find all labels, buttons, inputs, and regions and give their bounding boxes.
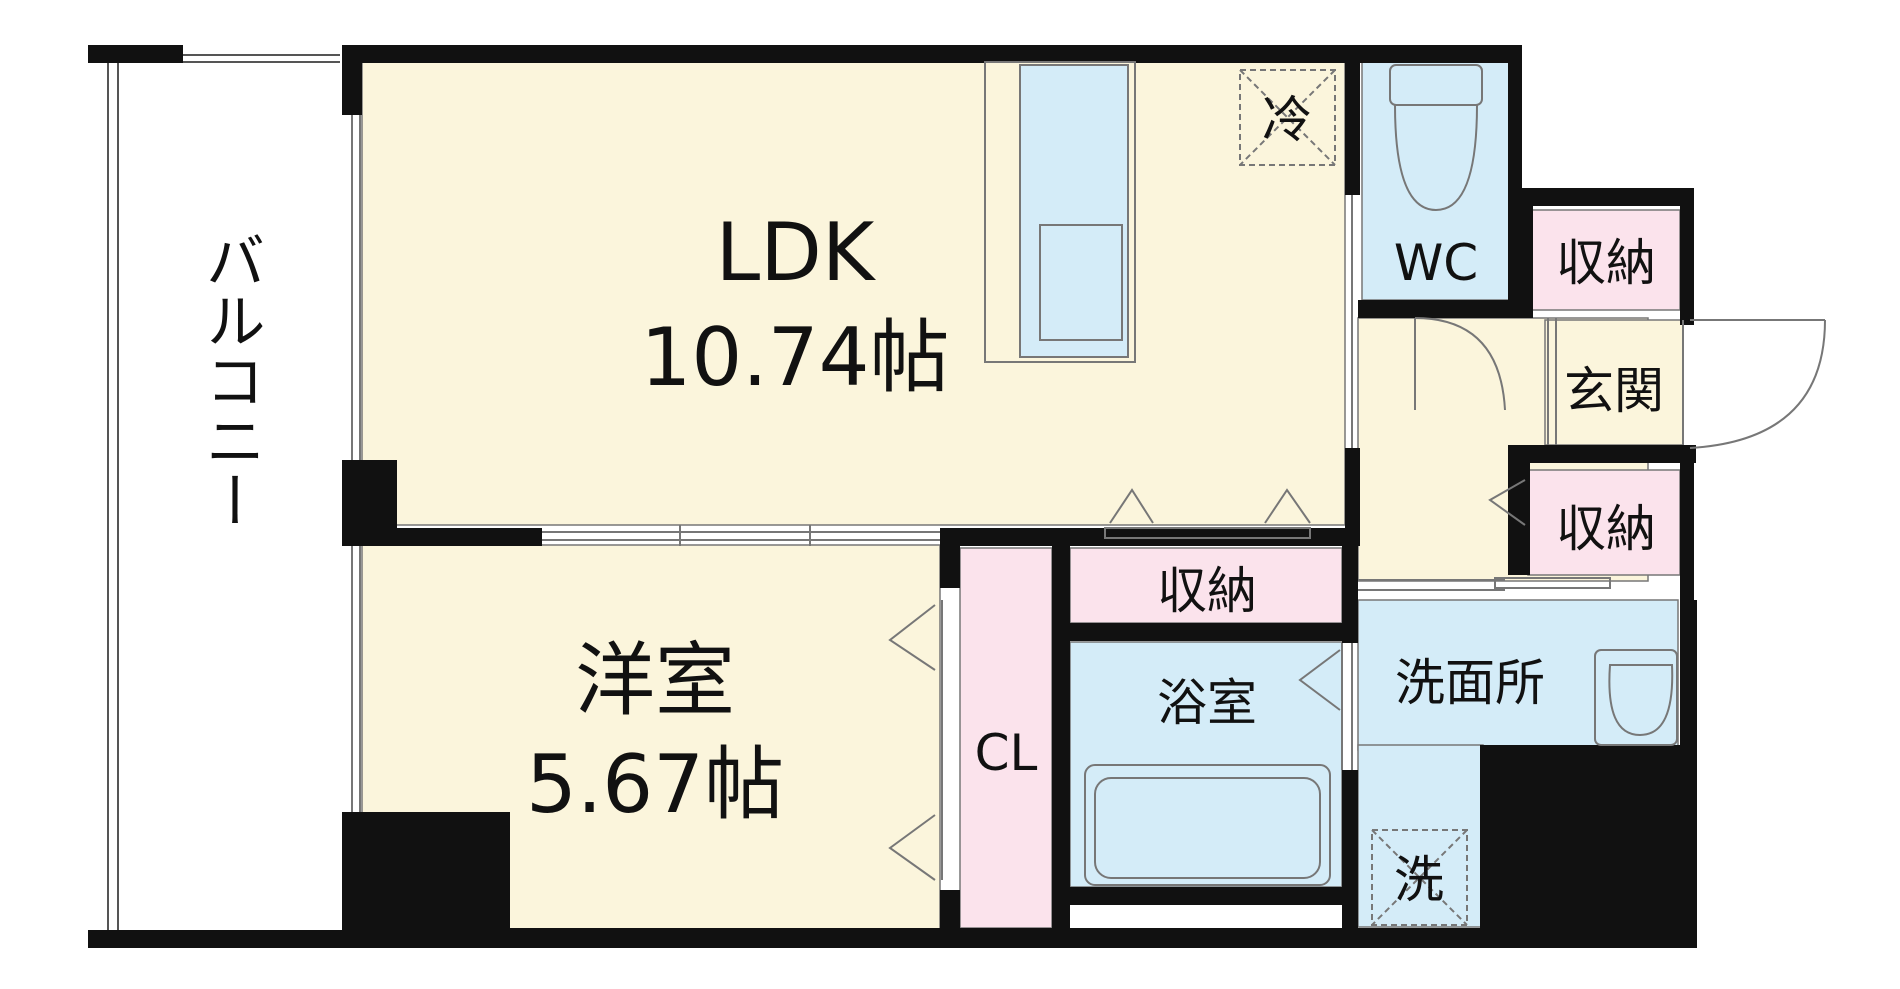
labels: LDK 10.74帖 洋室 5.67帖 冷 WC 収納 玄関 収納 収納 CL … [526, 91, 1664, 909]
storage-upper-label: 収納 [1556, 234, 1656, 292]
fixtures [351, 61, 1826, 926]
entrance-room [1544, 319, 1684, 446]
wc-room [1361, 59, 1513, 301]
ldk-room [361, 59, 1346, 526]
storage-lower-right [1527, 469, 1681, 576]
kitchen-counter [1019, 64, 1129, 358]
storage-middle-label: 収納 [1157, 562, 1257, 620]
fridge-label: 冷 [1262, 91, 1312, 149]
western-size-label: 5.67帖 [526, 738, 784, 831]
wc-label: WC [1394, 234, 1478, 292]
ldk-size-label: 10.74帖 [640, 311, 949, 404]
balcony-label-group: バルコニー [195, 230, 265, 530]
ldk-name-label: LDK [716, 206, 877, 299]
western-name-label: 洋室 [575, 634, 735, 727]
washer-label: 洗 [1394, 851, 1444, 909]
balcony-label: バルコニー [195, 230, 265, 530]
balcony [107, 54, 340, 930]
bath-label: 浴室 [1157, 674, 1257, 732]
closet-cl [959, 547, 1053, 929]
washroom-label: 洗面所 [1395, 654, 1545, 712]
closet-label: CL [975, 724, 1038, 782]
walls [88, 45, 1697, 948]
washroom-lower [1357, 744, 1484, 928]
storage-lower-label: 収納 [1556, 500, 1656, 558]
entrance-label: 玄関 [1564, 362, 1664, 420]
